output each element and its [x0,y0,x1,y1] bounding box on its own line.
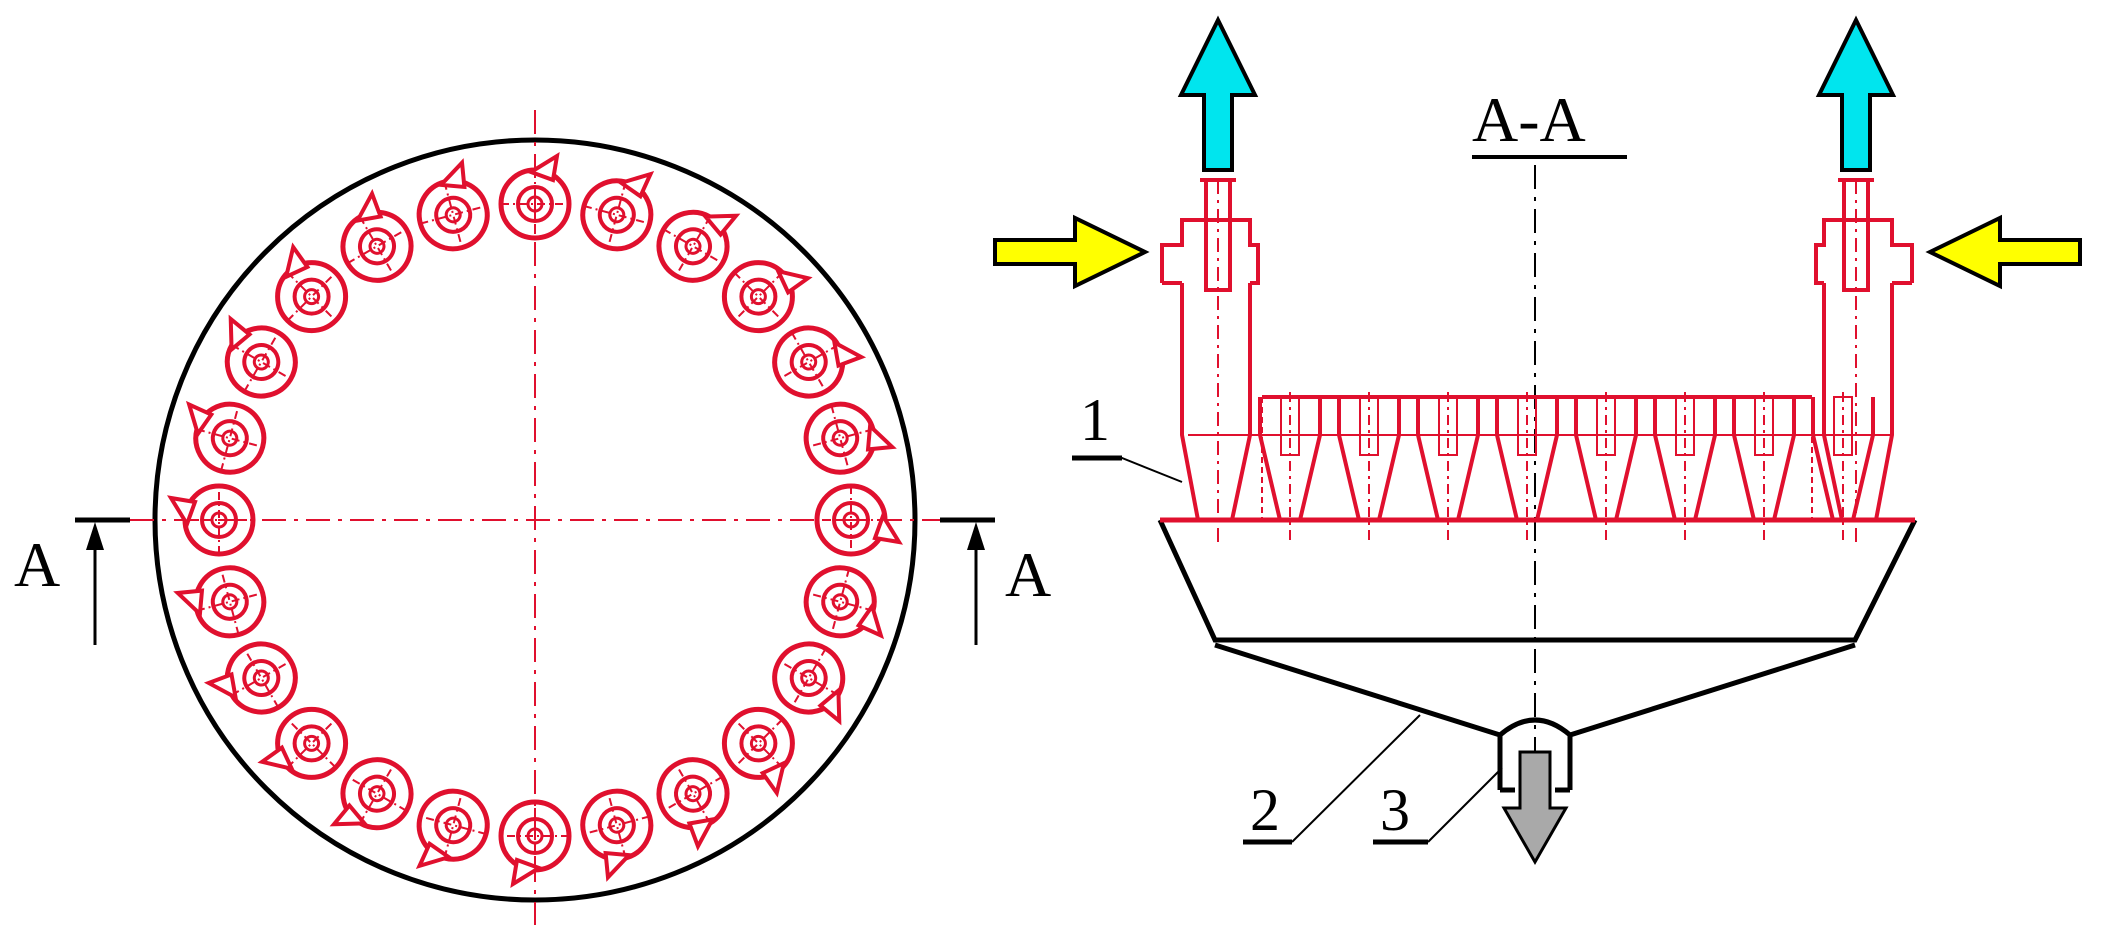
discharge-pipe [1497,717,1573,793]
inner-cyclone-row [1258,392,1875,540]
plan-cyclone [501,802,569,884]
section-cyclone [1495,392,1559,540]
plan-cyclone [817,486,899,554]
plan-cyclone [575,784,662,881]
leader-lines [1072,455,1503,845]
plan-cyclone [175,393,272,480]
section-cyclone [1258,392,1322,540]
plan-cyclone [408,160,495,257]
section-title: A-A [1472,84,1586,155]
section-cyclone [1337,392,1401,540]
plan-cyclone [799,560,896,647]
section-cyclone [1416,392,1480,540]
section-marker-right [940,517,995,645]
outer-cyclone-left [1160,178,1260,545]
section-label-left: A [14,529,61,600]
part-label-3: 3 [1380,777,1410,843]
part-label-1: 1 [1080,387,1110,453]
plan-cyclone [501,156,569,238]
housing-outline [152,137,918,903]
plan-cyclone [175,560,272,647]
section-view [993,15,2082,866]
inlet-arrow-right [1925,214,2082,290]
plan-view [75,110,995,925]
section-cyclone [1653,392,1717,540]
section-label-right: A [1005,539,1052,610]
outer-cyclone-right [1814,178,1914,545]
cyclone-battery [1160,178,1915,545]
dust-bunker [1157,518,1918,738]
part-label-2: 2 [1250,777,1280,843]
section-cyclone [1811,392,1875,540]
plan-cyclone [171,486,253,554]
plan-cyclone [408,784,495,881]
plan-cyclone [799,393,896,480]
section-marker-left [75,517,130,645]
section-cyclone [1732,392,1796,540]
plan-cyclone [575,160,662,257]
outlet-arrow-left [1177,15,1259,172]
inlet-arrow-left [993,214,1150,290]
outlet-arrow-right [1815,15,1897,172]
discharge-arrow [1501,750,1569,866]
section-cyclone [1574,392,1638,540]
